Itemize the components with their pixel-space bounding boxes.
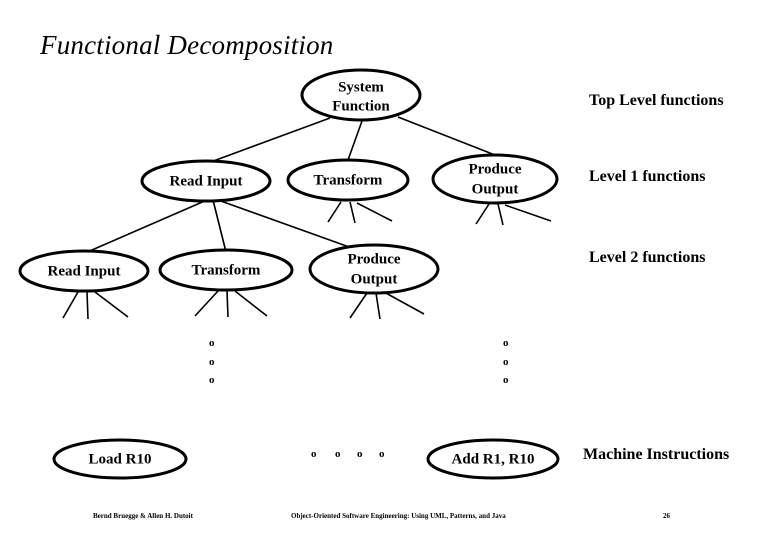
node-system-function-label-1: System (338, 79, 384, 95)
node-system-function[interactable]: System Function (300, 68, 422, 122)
node-load-r10-label: Load R10 (89, 451, 152, 467)
annotation-level-2-functions: Level 2 functions (589, 249, 706, 266)
node-l1-produce-output-label-1: Produce (468, 161, 521, 177)
stub-l2produceoutput-2 (375, 292, 381, 320)
stub-l2readinput-3 (94, 291, 129, 318)
ellipsis-mid-dot-1: o (311, 448, 317, 460)
stub-l1produceoutput-2 (497, 203, 504, 226)
edge-root-to-read-input (207, 117, 331, 164)
stub-l2transform-1 (194, 290, 219, 317)
node-system-function-label-2: Function (332, 98, 390, 114)
node-l2-produce-output-shape (308, 243, 440, 295)
node-l1-transform[interactable]: Transform (286, 158, 410, 202)
stub-l1transform-2 (349, 201, 356, 224)
node-l2-produce-output-label-1: Produce (347, 251, 400, 267)
node-l1-read-input[interactable]: Read Input (140, 159, 272, 203)
ellipsis-right-dot-3: o (503, 374, 509, 386)
node-l1-produce-output[interactable]: Produce Output (431, 153, 559, 205)
ellipsis-mid-dot-3: o (357, 448, 363, 460)
node-l2-read-input-shape (18, 249, 150, 293)
stub-l1produceoutput-3 (504, 204, 552, 222)
ellipsis-mid-dot-4: o (379, 448, 385, 460)
page-title: Functional Decomposition (40, 30, 334, 60)
node-l2-transform-shape (158, 248, 294, 292)
node-load-r10-shape (52, 438, 188, 480)
node-load-r10[interactable]: Load R10 (52, 438, 188, 480)
edge-l1readinput-to-l2readinput (84, 199, 208, 254)
annotation-machine-instructions: Machine Instructions (583, 446, 730, 463)
node-l2-read-input[interactable]: Read Input (18, 249, 150, 293)
node-add-r1-r10-shape (426, 438, 560, 480)
node-l1-read-input-label: Read Input (170, 173, 243, 189)
node-l1-transform-label: Transform (314, 172, 383, 188)
node-l2-produce-output-label-2: Output (351, 271, 398, 287)
stub-l2transform-2 (226, 290, 229, 318)
stub-l1produceoutput-1 (475, 203, 490, 225)
edge-root-to-transform (347, 120, 363, 161)
footer-page-number: 26 (663, 512, 670, 520)
node-l2-transform[interactable]: Transform (158, 248, 294, 292)
footer-authors: Bernd Bruegge & Allen H. Dutoit (93, 512, 193, 520)
node-add-r1-r10-label: Add R1, R10 (452, 451, 535, 467)
stub-l2readinput-2 (86, 291, 89, 320)
node-system-function-shape (300, 68, 422, 122)
stub-l2produceoutput-3 (383, 291, 425, 315)
annotation-level-1-functions: Level 1 functions (589, 168, 706, 185)
stub-l2transform-3 (234, 290, 268, 317)
ellipsis-mid-dot-2: o (335, 448, 341, 460)
node-l1-read-input-shape (140, 159, 272, 203)
stub-l1transform-3 (356, 202, 393, 222)
node-l2-transform-label: Transform (192, 262, 261, 278)
ellipsis-left-dot-3: o (209, 374, 215, 386)
footer-book-title: Object-Oriented Software Engineering: Us… (291, 512, 506, 520)
annotation-top-level-functions: Top Level functions (589, 92, 724, 109)
node-l2-read-input-label: Read Input (48, 263, 121, 279)
stub-l1transform-1 (327, 201, 342, 223)
node-l1-produce-output-shape (431, 153, 559, 205)
node-add-r1-r10[interactable]: Add R1, R10 (426, 438, 560, 480)
stub-l2produceoutput-1 (349, 292, 368, 319)
edge-root-to-produce-output (397, 116, 496, 156)
ellipsis-left-dot-2: o (209, 356, 215, 368)
node-l1-transform-shape (286, 158, 410, 202)
node-l2-produce-output[interactable]: Produce Output (308, 243, 440, 295)
edge-l1readinput-to-l2produceoutput (217, 199, 353, 249)
stub-l2readinput-1 (62, 291, 79, 319)
edge-l1readinput-to-l2transform (212, 199, 227, 253)
node-l1-produce-output-label-2: Output (472, 181, 519, 197)
ellipsis-left-dot-1: o (209, 337, 215, 349)
ellipsis-right-dot-1: o (503, 337, 509, 349)
ellipsis-right-dot-2: o (503, 356, 509, 368)
